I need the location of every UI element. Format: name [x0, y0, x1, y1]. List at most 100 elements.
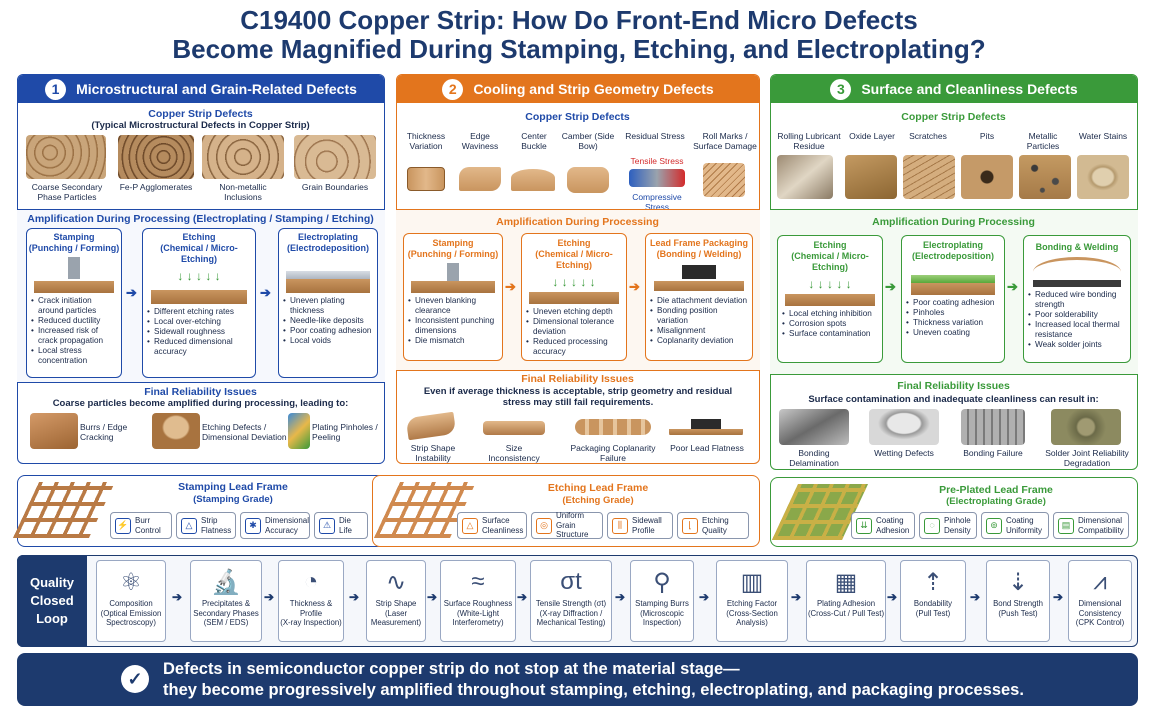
quality-step-icon: ≈ [471, 568, 485, 595]
tensile-stress-label: Tensile Stress [630, 156, 684, 166]
spec-sidewall-profile: ⫼Sidewall Profile [607, 512, 673, 539]
final-issue-label: Packaging Coplanarity Failure [570, 443, 656, 463]
lubricant-residue-image [777, 155, 833, 199]
quality-step-icon: ⩘ [1093, 568, 1107, 595]
col2-card-packaging: Lead Frame Packaging (Bonding / Welding)… [645, 233, 753, 361]
column-surface: 3 Surface and Cleanliness Defects Copper… [770, 74, 1138, 470]
quality-step: ⩘Dimensional Consistency(CPK Control) [1068, 560, 1132, 642]
card-item: Poor coating adhesion [906, 298, 1000, 308]
card-item: Reduced ductility [31, 316, 117, 326]
card-title: Electroplating [922, 240, 983, 250]
quality-step-title: Bond Strength [993, 599, 1043, 608]
card-item: Bonding position variation [650, 306, 748, 326]
lead-frame-title: Stamping Lead Frame [178, 481, 288, 493]
water-stains-image [1077, 155, 1129, 199]
lead-frame-subtitle: (Etching Grade) [562, 495, 634, 506]
card-subtitle: (Electrodeposition) [286, 243, 369, 253]
card-item: Pinholes [906, 308, 1000, 318]
defect-label: Coarse Secondary Phase Particles [31, 182, 103, 202]
sidewall-icon: ⫼ [612, 517, 628, 534]
column-3-header: 3 Surface and Cleanliness Defects [771, 75, 1137, 103]
stamping-lead-frame-panel: Stamping Lead Frame (Stamping Grade) ⚡Bu… [12, 475, 385, 547]
plating-layer-image [911, 265, 995, 295]
adhesion-icon: ⇊ [856, 517, 872, 534]
quality-step: ∿Strip Shape(Laser Measurement) [366, 560, 426, 642]
spec-label: Coating Adhesion [876, 516, 910, 535]
size-inconsistency-image [483, 421, 545, 435]
quality-step-icon: ⇣ [1007, 568, 1029, 596]
spec-dimensional-compatibility: ▤Dimensional Compatibility [1053, 512, 1129, 539]
card-item: Coplanarity deviation [650, 336, 748, 346]
card-item: Increased risk of crack propagation [31, 326, 117, 346]
non-metallic-inclusions-image [202, 135, 284, 179]
column-1-title: Microstructural and Grain-Related Defect… [76, 81, 357, 97]
final-issue-label: Strip Shape Instability [410, 443, 456, 463]
column-3-number: 3 [830, 78, 852, 100]
card-item: Dimensional tolerance deviation [526, 317, 622, 337]
quality-step: 🔬Precipitates & Secondary Phases(SEM / E… [190, 560, 262, 642]
spec-label: Sidewall Profile [632, 516, 662, 535]
card-item: Reduced wire bonding strength [1028, 290, 1126, 310]
fe-p-agglomerates-image [118, 135, 194, 179]
lead-frame-subtitle: (Electroplating Grade) [946, 496, 1046, 507]
spec-uniform-grain: ◎Uniform Grain Structure [531, 511, 603, 539]
card-subtitle: (Chemical / Micro-Etching) [791, 251, 869, 272]
card-item: Local etching inhibition [782, 309, 878, 319]
spec-label: Pinhole Density [944, 516, 971, 535]
col3-card-bonding: Bonding & Welding Reduced wire bonding s… [1023, 235, 1131, 363]
flow-arrow-icon: ➔ [505, 279, 516, 294]
defect-label: Water Stains [1078, 131, 1128, 141]
defect-label: Oxide Layer [849, 131, 895, 141]
col2-card-stamping: Stamping (Punching / Forming) Uneven bla… [403, 233, 503, 361]
quality-step-title: Strip Shape [375, 599, 417, 608]
lead-flatness-image [669, 419, 743, 437]
spec-strip-flatness: △Strip Flatness [176, 512, 236, 539]
defect-label: Metallic Particles [1026, 131, 1060, 151]
card-item: Uneven plating thickness [283, 296, 373, 316]
col3-strip-title: Copper Strip Defects [901, 111, 1006, 123]
flow-arrow-icon: ➔ [887, 590, 898, 604]
plating-layer-image [286, 257, 370, 293]
stamping-punch-image [34, 257, 114, 293]
card-title: Etching [557, 238, 591, 248]
quality-step-title: Etching Factor [726, 599, 778, 608]
banner-line-1: Defects in semiconductor copper strip do… [163, 660, 740, 678]
card-subtitle: (Electrodeposition) [911, 251, 994, 261]
spec-label: Die Life [339, 516, 352, 535]
card-subtitle: (Chemical / Micro-Etching) [160, 243, 238, 264]
col2-strip-title: Copper Strip Defects [525, 111, 630, 123]
column-1-number: 1 [45, 78, 67, 100]
flow-arrow-icon: ➔ [264, 590, 275, 604]
card-item: Misalignment [650, 326, 748, 336]
col1-final-subtitle: Coarse particles become amplified during… [52, 398, 349, 409]
column-3-title: Surface and Cleanliness Defects [861, 81, 1078, 97]
quality-step-icon: ∿ [385, 568, 407, 596]
flow-arrow-icon: ➔ [126, 285, 137, 300]
spec-label: Coating Uniformity [1006, 516, 1043, 535]
ruler-icon: ▤ [1058, 517, 1074, 534]
card-title: Etching [813, 240, 847, 250]
spec-die-life: ⚠Die Life [314, 512, 368, 539]
quality-step-detail: (CPK Control) [1075, 618, 1125, 627]
spec-pinhole-density: ◌Pinhole Density [919, 512, 977, 539]
coarse-particles-image [26, 135, 106, 179]
check-circle-icon: ✓ [121, 665, 149, 693]
quality-step: ⇡Bondability(Pull Test) [900, 560, 966, 642]
wetting-defects-image [869, 409, 939, 445]
flow-arrow-icon: ➔ [615, 590, 626, 604]
flow-arrow-icon: ➔ [427, 590, 438, 604]
card-title: Lead Frame Packaging [649, 238, 749, 248]
card-item: Die mismatch [408, 336, 498, 346]
defect-label: Scratches [909, 131, 947, 141]
card-item: Local stress concentration [31, 346, 117, 366]
quality-step-icon: ◔ [303, 568, 319, 595]
col3-final-subtitle: Surface contamination and inadequate cle… [808, 394, 1099, 405]
etching-defects-image [152, 413, 200, 449]
flow-arrow-icon: ➔ [260, 285, 271, 300]
card-item: Different etching rates [147, 307, 251, 317]
defect-label: Edge Waviness [461, 131, 499, 151]
col3-amp-title: Amplification During Processing [872, 216, 1035, 228]
defect-label: Camber (Side Bow) [561, 131, 615, 151]
final-issue-label: Solder Joint Reliability Degradation [1045, 448, 1129, 468]
edge-waviness-image [459, 167, 501, 191]
